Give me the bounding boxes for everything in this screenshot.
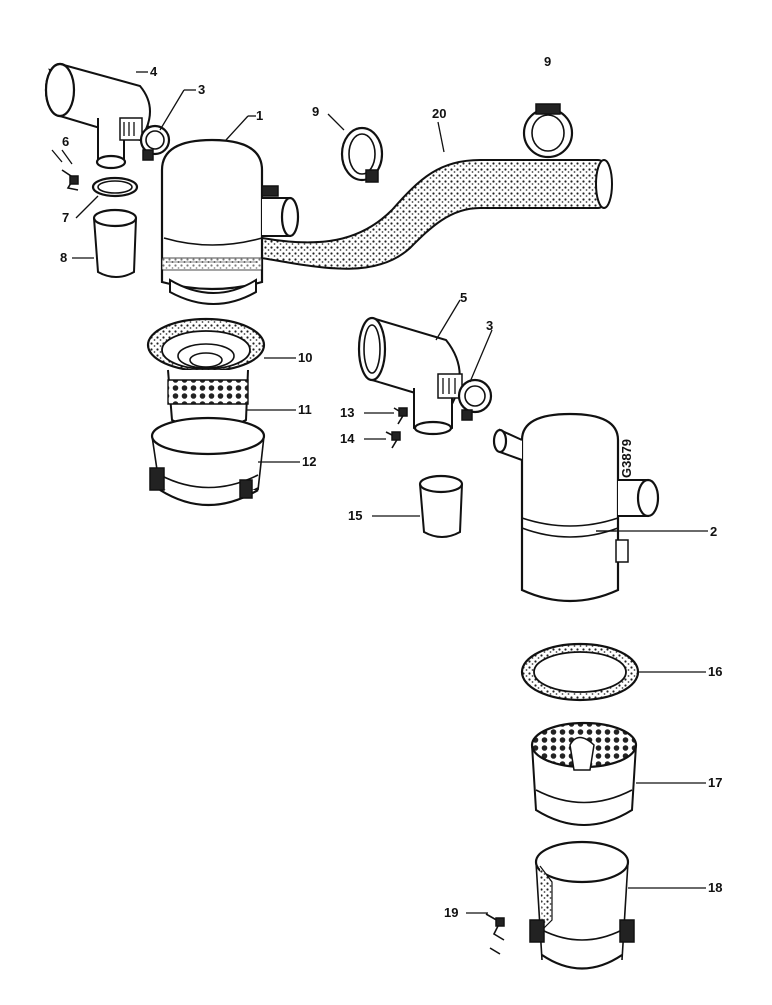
label-19: 19 [444, 905, 458, 920]
seal-ring-16 [520, 642, 640, 702]
hose-clamp-left [340, 126, 384, 183]
label-9-left: 9 [312, 104, 319, 119]
label-9-right: 9 [544, 54, 551, 69]
insert-15 [418, 474, 464, 538]
label-13: 13 [340, 405, 354, 420]
label-5: 5 [460, 290, 467, 305]
intake-hose [261, 159, 613, 270]
label-4: 4 [150, 64, 158, 79]
gasket-7 [91, 176, 139, 198]
label-12: 12 [302, 454, 316, 469]
label-3-upper: 3 [198, 82, 205, 97]
label-11: 11 [298, 402, 312, 417]
bowl-12 [149, 416, 266, 506]
clamp-3-lower [457, 378, 493, 421]
bowl-18 [529, 840, 635, 970]
label-17: 17 [708, 775, 722, 790]
label-1: 1 [256, 108, 263, 123]
label-15: 15 [348, 508, 362, 523]
label-7: 7 [62, 210, 69, 225]
clip-6 [61, 169, 79, 191]
label-20: 20 [432, 106, 446, 121]
pre-cleaner-5 [357, 316, 463, 436]
clip-13 [393, 407, 408, 425]
label-14: 14 [340, 431, 355, 446]
drawing-code: G3879 [619, 439, 634, 478]
filter-housing-2 [492, 412, 660, 603]
clip-14 [385, 431, 401, 449]
label-3-lower: 3 [486, 318, 493, 333]
seal-ring-10 [146, 317, 266, 373]
label-8: 8 [60, 250, 67, 265]
label-18: 18 [708, 880, 722, 895]
insert-8 [92, 208, 138, 278]
clamp-3-upper [139, 124, 171, 161]
label-2: 2 [710, 524, 717, 539]
label-6: 6 [62, 134, 69, 149]
clip-19 [485, 913, 505, 955]
leader-lines [51, 71, 708, 889]
label-16: 16 [708, 664, 722, 679]
pre-cleaner-4 [44, 62, 152, 170]
hose-clamp-right [522, 103, 574, 159]
filter-housing-1 [160, 138, 300, 305]
label-10: 10 [298, 350, 312, 365]
filter-element-17 [530, 721, 638, 826]
